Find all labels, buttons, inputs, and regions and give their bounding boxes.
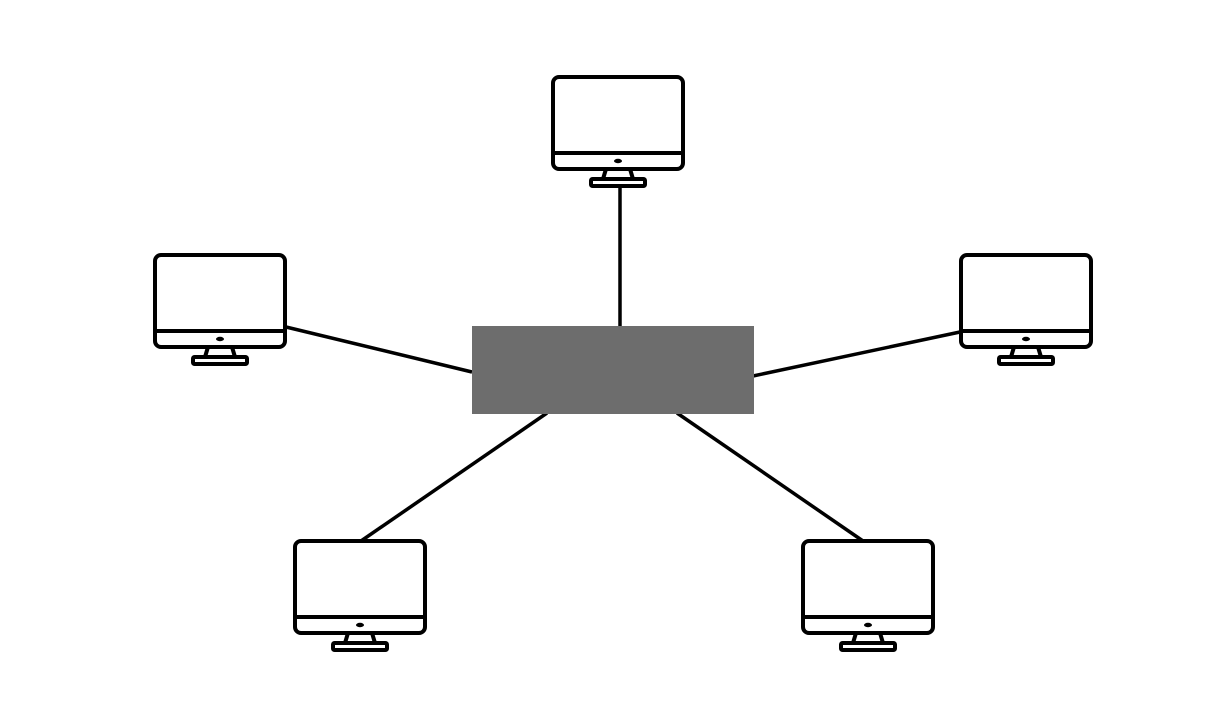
- links: [285, 186, 961, 543]
- link-right: [752, 330, 961, 378]
- desktop-monitor-icon: [801, 539, 935, 652]
- computer-left: [153, 253, 287, 366]
- computer-right: [959, 253, 1093, 366]
- computer-top: [551, 75, 685, 188]
- link-bottom-left: [360, 411, 548, 543]
- link-bottom-right: [676, 411, 864, 543]
- computer-bottom-left: [293, 539, 427, 652]
- desktop-monitor-icon: [551, 75, 685, 188]
- network-hub: [472, 326, 754, 414]
- link-left: [285, 325, 473, 374]
- computer-bottom-right: [801, 539, 935, 652]
- desktop-monitor-icon: [293, 539, 427, 652]
- desktop-monitor-icon: [153, 253, 287, 366]
- desktop-monitor-icon: [959, 253, 1093, 366]
